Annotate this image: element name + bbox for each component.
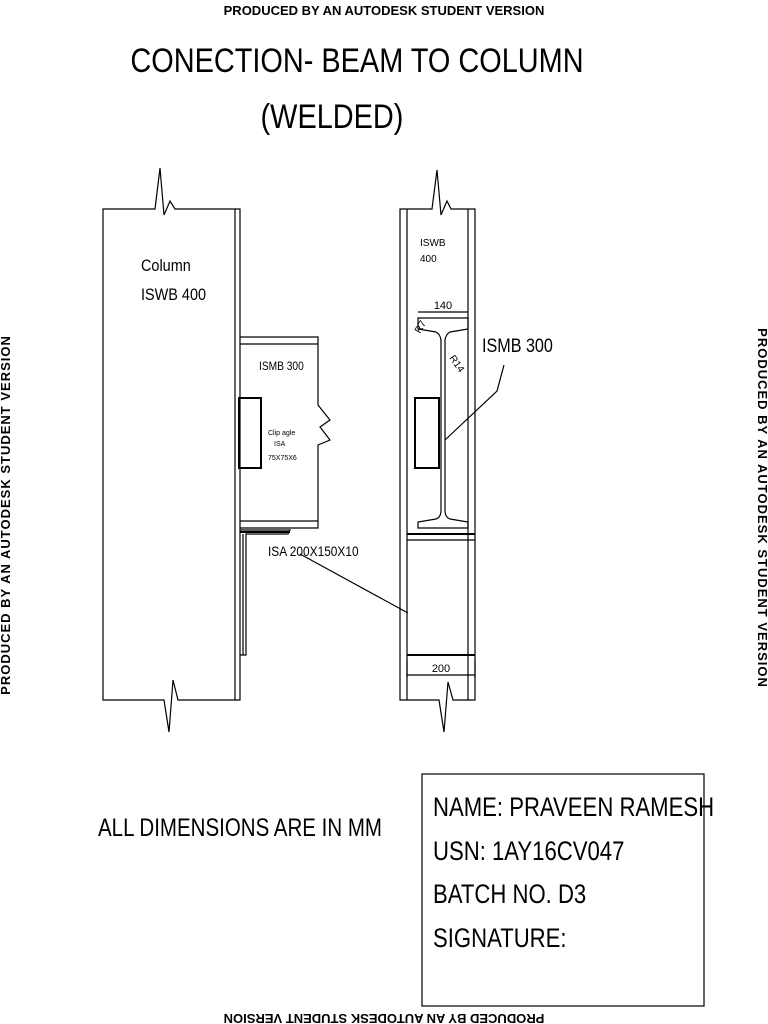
clip-angle-label-3: 75X75X6 (268, 455, 297, 462)
watermark-bottom: PRODUCED BY AN AUTODESK STUDENT VERSION (224, 1011, 545, 1024)
title-block: NAME: PRAVEEN RAMESH USN: 1AY16CV047 BAT… (421, 773, 714, 1007)
dimensions-note: ALL DIMENSIONS ARE IN MM (98, 813, 382, 841)
column-outline (102, 167, 241, 733)
end-view-column-label-1: ISWB (420, 238, 446, 249)
seat-angle (240, 529, 291, 656)
seat-width-dim: 200 (432, 663, 450, 675)
beam-outline (240, 336, 331, 529)
radius-label-1: R7 (413, 319, 429, 336)
watermark-top: PRODUCED BY AN AUTODESK STUDENT VERSION (224, 3, 545, 18)
end-view: 200 140 R7 R14 ISWB 400 ISMB 300 (399, 169, 553, 733)
clip-angle-label-2: ISA (274, 441, 286, 448)
batch-field: BATCH NO. D3 (433, 880, 586, 910)
column-label-1: Column (141, 257, 191, 275)
clip-angle (238, 397, 262, 469)
seat-angle-label: ISA 200X150X10 (268, 543, 359, 559)
signature-field: SIGNATURE: (433, 924, 567, 954)
i-section-beam (417, 317, 469, 529)
column-label-2: ISWB 400 (141, 286, 206, 304)
end-view-clip-angle (414, 397, 440, 469)
radius-label-2: R14 (447, 353, 467, 375)
clip-angle-label-1: Clip agle (268, 430, 295, 437)
drawing-title-line2: (WELDED) (261, 97, 404, 136)
side-view: Column ISWB 400 ISMB 300 Clip agle ISA 7… (102, 167, 409, 733)
watermark-left: PRODUCED BY AN AUTODESK STUDENT VERSION (0, 335, 13, 695)
end-view-beam-label: ISMB 300 (482, 335, 553, 357)
usn-field: USN: 1AY16CV047 (433, 837, 624, 867)
beam-label: ISMB 300 (259, 360, 304, 373)
flange-width-dim: 140 (434, 300, 452, 312)
name-field: NAME: PRAVEEN RAMESH (433, 793, 714, 823)
end-view-column-label-2: 400 (420, 254, 437, 265)
watermark-right: PRODUCED BY AN AUTODESK STUDENT VERSION (755, 328, 768, 688)
drawing-title-line1: CONECTION- BEAM TO COLUMN (130, 41, 583, 80)
title-block-frame (421, 773, 705, 1007)
end-view-column-outline (399, 169, 476, 733)
